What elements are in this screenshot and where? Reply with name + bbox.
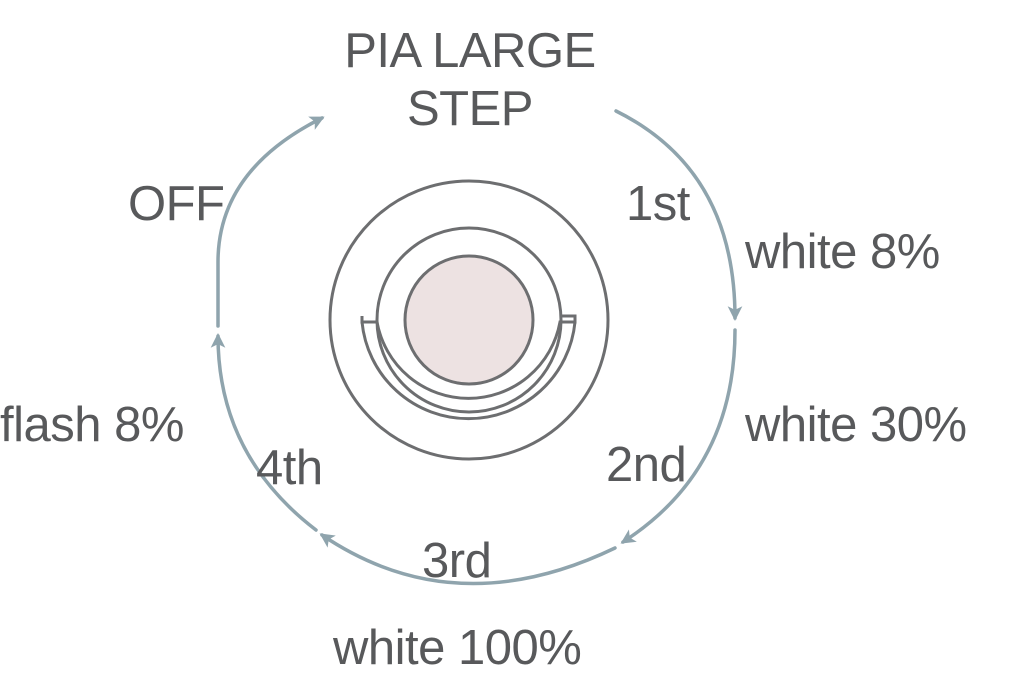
push-button-icon [328,179,610,461]
step-label-3rd: 3rd [422,534,492,588]
switch-cup-outer [360,321,577,421]
mode-label-flash-8: flash 8% [0,398,184,452]
title-line-1: PIA LARGE [344,24,596,78]
cycle-arrows [210,109,743,586]
step-label-1st: 1st [626,177,690,231]
mode-label-white-30: white 30% [745,398,967,452]
mode-label-white-100: white 100% [333,621,582,675]
mode-label-white-8: white 8% [745,225,940,279]
cycle-arrow-icon [614,109,743,321]
cycle-arrow-icon [210,333,318,532]
step-label-off: OFF [128,177,225,231]
switch-cup [360,314,577,400]
cycle-arrow-icon [216,116,325,328]
title-line-2: STEP [407,82,533,136]
step-label-4th: 4th [256,441,323,495]
step-label-2nd: 2nd [606,438,687,492]
switch-outer-ring [328,179,610,461]
cycle-arrow-icon [620,328,737,544]
switch-inner-ring [375,226,563,414]
cycle-arrow-icon [319,533,617,586]
button-cap [403,254,535,386]
diagram-title: PIA LARGE STEP [330,22,610,138]
